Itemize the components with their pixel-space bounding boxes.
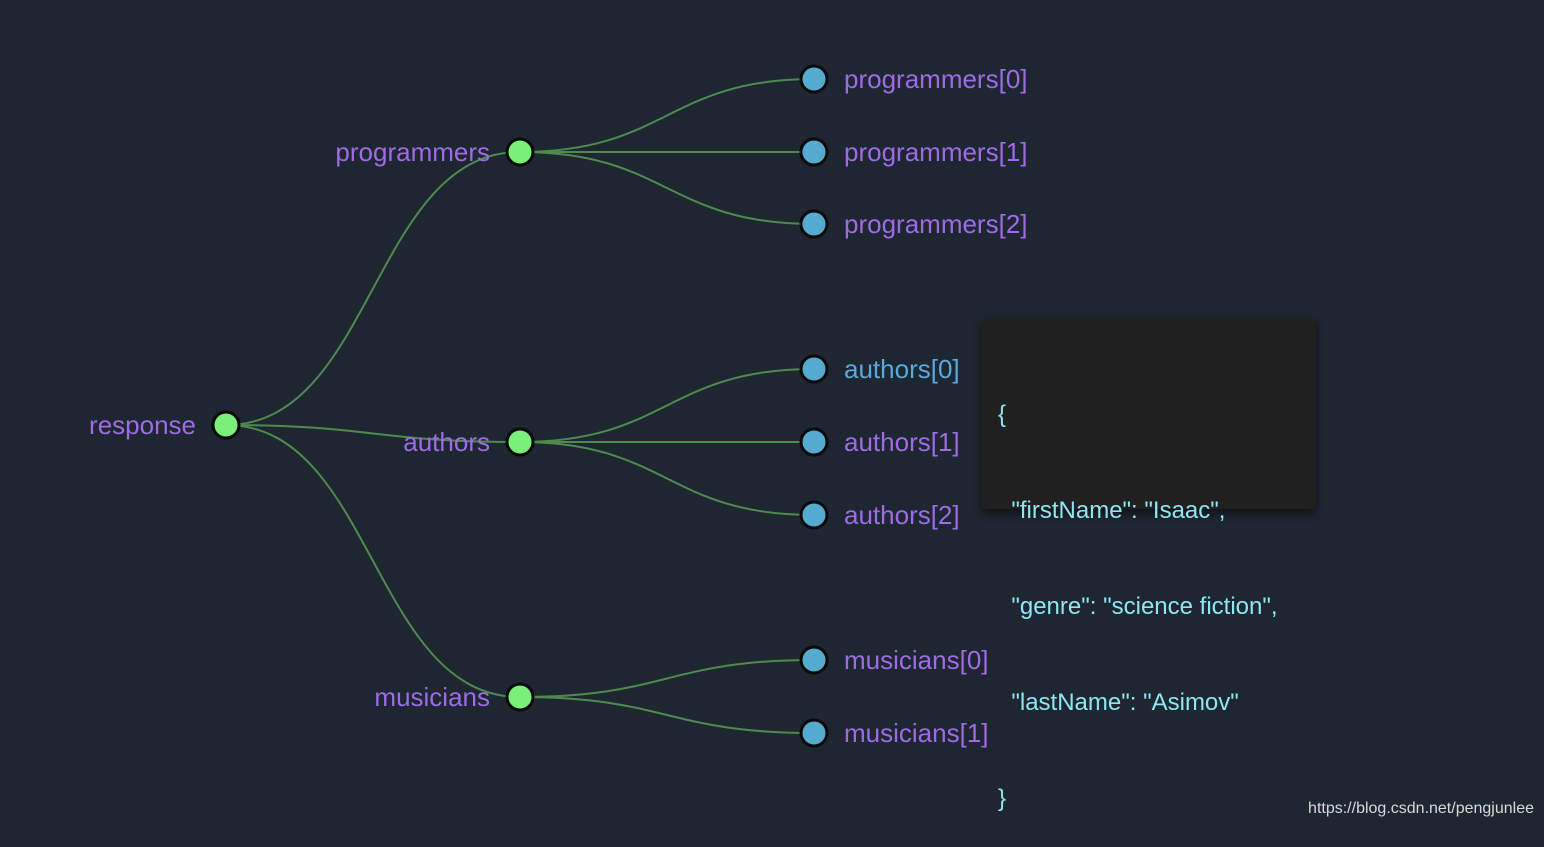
node-programmers-circle[interactable] <box>505 137 535 167</box>
tooltip-line: "lastName": "Asimov" <box>998 689 1239 716</box>
node-programmers-1-circle[interactable] <box>799 137 829 167</box>
node-programmers-0-label: programmers[0] <box>844 64 1028 94</box>
node-response-circle[interactable] <box>211 410 241 440</box>
node-authors-circle[interactable] <box>505 427 535 457</box>
node-authors[interactable]: authors <box>403 427 535 457</box>
node-musicians-circle[interactable] <box>505 682 535 712</box>
node-programmers-0-circle[interactable] <box>799 64 829 94</box>
node-response[interactable]: response <box>89 410 241 440</box>
node-response-label: response <box>89 410 196 440</box>
tooltip-line: "genre": "science fiction", <box>998 593 1278 620</box>
watermark: https://blog.csdn.net/pengjunlee <box>1308 800 1534 817</box>
node-programmers-1-label: programmers[1] <box>844 137 1028 167</box>
node-authors-2-circle[interactable] <box>799 500 829 530</box>
node-musicians-1[interactable]: musicians[1] <box>799 718 989 748</box>
node-authors-2-label: authors[2] <box>844 500 960 530</box>
node-programmers-0[interactable]: programmers[0] <box>799 64 1028 94</box>
link-authors-authors-0 <box>519 368 815 443</box>
node-musicians-1-label: musicians[1] <box>844 718 989 748</box>
node-programmers-2[interactable]: programmers[2] <box>799 209 1028 239</box>
node-musicians-label: musicians <box>374 682 490 712</box>
link-programmers-programmers-0 <box>519 78 815 153</box>
node-authors-0[interactable]: authors[0] <box>799 354 960 384</box>
node-programmers-2-circle[interactable] <box>799 209 829 239</box>
node-musicians-0-circle[interactable] <box>799 645 829 675</box>
link-programmers-programmers-2 <box>519 151 815 225</box>
link-response-programmers <box>225 151 521 426</box>
link-musicians-musicians-0 <box>519 659 815 698</box>
link-musicians-musicians-1 <box>519 696 815 734</box>
node-musicians-1-circle[interactable] <box>799 718 829 748</box>
node-authors-2[interactable]: authors[2] <box>799 500 960 530</box>
node-programmers-label: programmers <box>335 137 490 167</box>
node-detail-tooltip: { "firstName": "Isaac", "genre": "scienc… <box>982 319 1316 812</box>
node-authors-0-label: authors[0] <box>844 354 960 384</box>
node-musicians-0-label: musicians[0] <box>844 645 989 675</box>
node-programmers[interactable]: programmers <box>335 137 535 167</box>
tree-diagram: response programmers programmers[0] program… <box>89 64 1027 748</box>
node-musicians-0[interactable]: musicians[0] <box>799 645 989 675</box>
links-layer <box>225 78 815 734</box>
tooltip-line: { <box>998 401 1007 428</box>
node-programmers-1[interactable]: programmers[1] <box>799 137 1028 167</box>
node-programmers-2-label: programmers[2] <box>844 209 1028 239</box>
node-authors-1-circle[interactable] <box>799 427 829 457</box>
node-musicians[interactable]: musicians <box>374 682 535 712</box>
node-authors-0-circle[interactable] <box>799 354 829 384</box>
link-authors-authors-2 <box>519 441 815 516</box>
node-authors-1[interactable]: authors[1] <box>799 427 960 457</box>
link-response-authors <box>225 424 521 443</box>
tooltip-line: "firstName": "Isaac", <box>998 497 1226 524</box>
link-response-musicians <box>225 424 521 698</box>
tooltip-line: } <box>998 785 1007 812</box>
node-authors-label: authors <box>403 427 490 457</box>
nodes-layer: response programmers programmers[0] program… <box>89 64 1027 748</box>
node-authors-1-label: authors[1] <box>844 427 960 457</box>
